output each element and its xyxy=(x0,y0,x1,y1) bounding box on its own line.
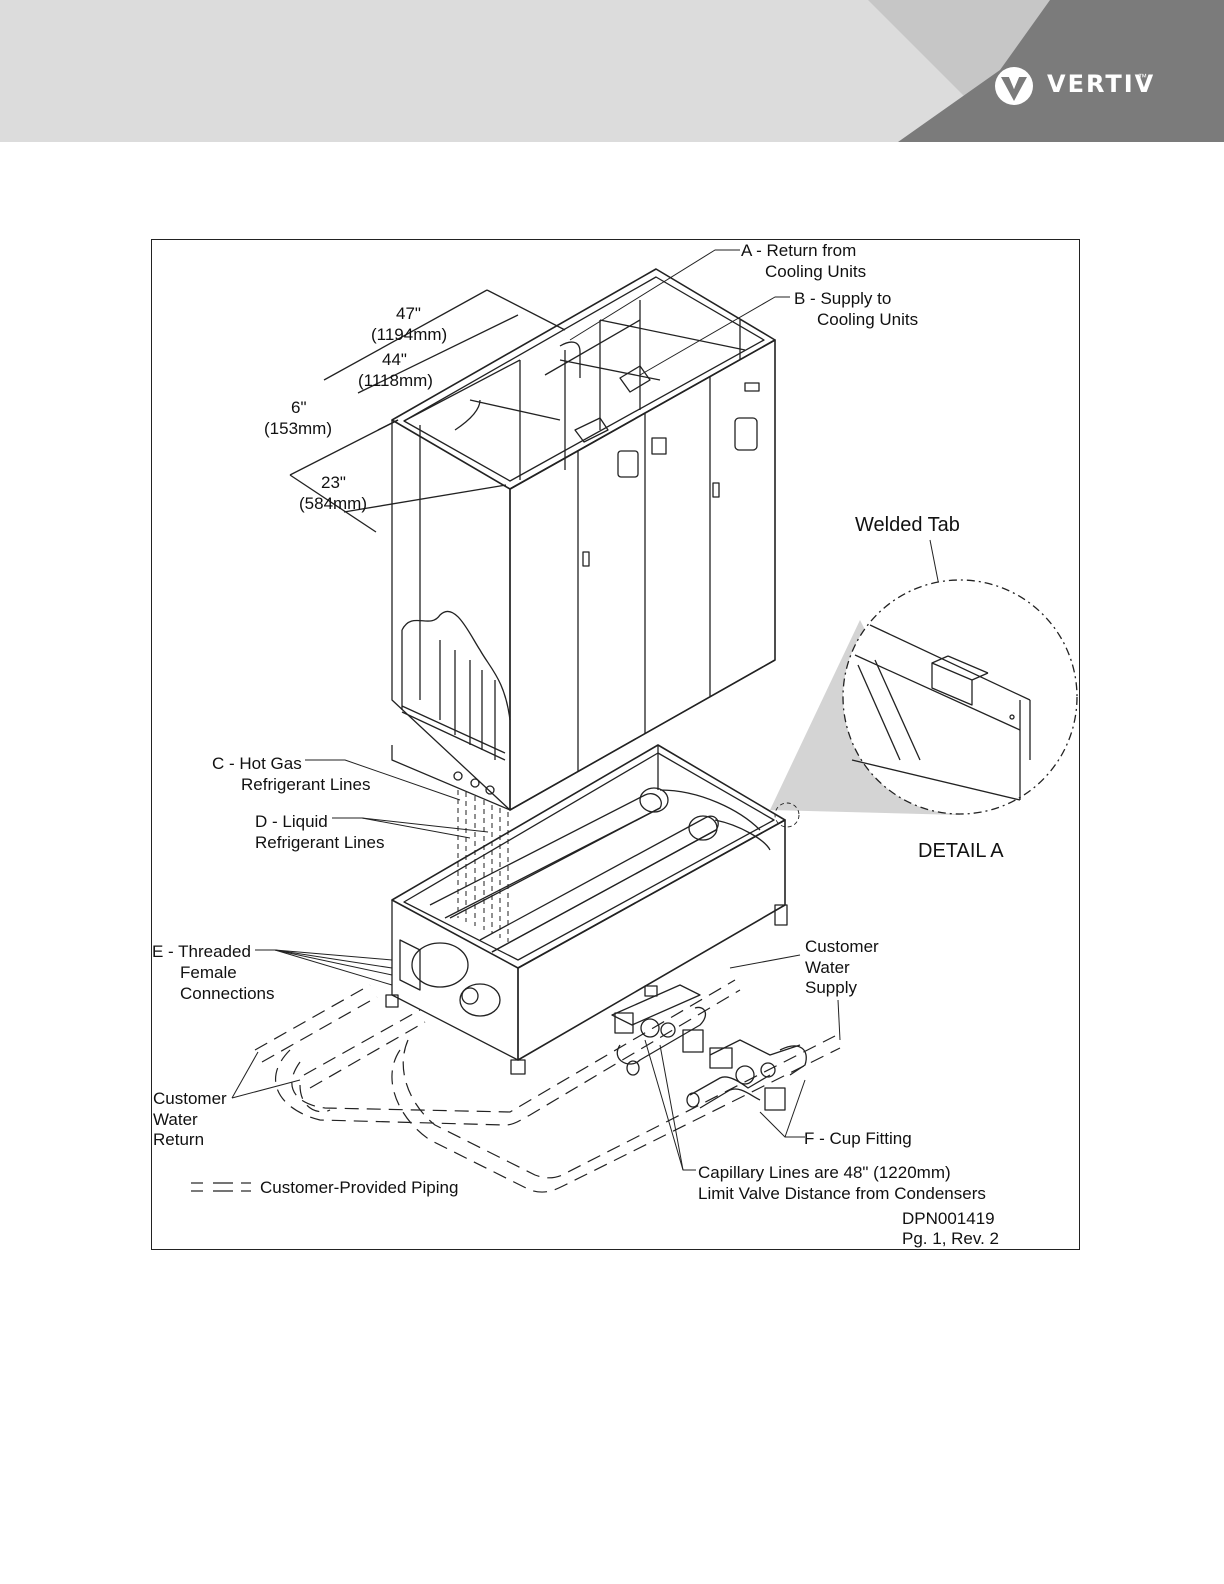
connection-drop-lines xyxy=(457,790,509,942)
dim-6-inches: 6" xyxy=(291,398,307,417)
label-water-return-line1: Customer xyxy=(153,1089,227,1108)
dim-44-mm: (1118mm) xyxy=(358,371,433,390)
label-welded-tab: Welded Tab xyxy=(855,514,960,536)
label-e-threaded-line3: Connections xyxy=(180,984,275,1003)
label-detail-a: DETAIL A xyxy=(918,840,1004,862)
customer-provided-piping xyxy=(254,979,841,1193)
regulating-valve-assemblies xyxy=(611,984,807,1111)
label-water-return-line3: Return xyxy=(153,1130,205,1149)
page-revision: Pg. 1, Rev. 2 xyxy=(902,1229,1000,1248)
lower-base-frame xyxy=(385,744,788,1075)
dim-47-inches: 47" xyxy=(396,304,421,323)
label-water-supply-line3: Supply xyxy=(805,978,857,997)
leader-lines xyxy=(231,249,956,1171)
upper-cabinet xyxy=(391,268,776,811)
label-water-return-line2: Water xyxy=(153,1110,198,1129)
label-f-cup-fitting: F - Cup Fitting xyxy=(804,1129,912,1148)
dim-23-inches: 23" xyxy=(321,473,346,492)
label-e-threaded-line2: Female xyxy=(180,963,237,982)
brand-name: VERTIV xyxy=(1047,70,1156,98)
label-water-supply-line2: Water xyxy=(805,958,850,977)
label-e-threaded-line1: E - Threaded xyxy=(152,942,251,961)
detail-a-callout xyxy=(770,579,1078,828)
label-d-liquid-line1: D - Liquid xyxy=(255,812,328,831)
label-a-return-line1: A - Return from xyxy=(741,241,857,260)
dim-23-mm: (584mm) xyxy=(299,494,368,513)
vertiv-v-icon xyxy=(995,67,1033,105)
label-d-liquid-line2: Refrigerant Lines xyxy=(255,833,385,852)
label-capillary-line1: Capillary Lines are 48" (1220mm) xyxy=(698,1163,951,1182)
dimension-lines xyxy=(289,289,566,533)
label-c-hot-gas-line2: Refrigerant Lines xyxy=(241,775,371,794)
label-a-return-line2: Cooling Units xyxy=(765,262,867,281)
brand-tm: ™ xyxy=(1138,72,1147,82)
label-capillary-line2: Limit Valve Distance from Condensers xyxy=(698,1184,986,1203)
legend-dash-symbol xyxy=(191,1182,251,1192)
label-c-hot-gas-line1: C - Hot Gas xyxy=(212,754,302,773)
legend-customer-piping: Customer-Provided Piping xyxy=(260,1178,459,1197)
header-chevron-dark xyxy=(898,0,1224,142)
dim-6-mm: (153mm) xyxy=(264,419,333,438)
label-b-supply-line1: B - Supply to xyxy=(794,289,892,308)
dim-47-mm: (1194mm) xyxy=(371,325,448,344)
dim-44-inches: 44" xyxy=(382,350,407,369)
header-chevron-shape xyxy=(868,0,1224,142)
label-water-supply-line1: Customer xyxy=(805,937,879,956)
diagram-frame xyxy=(151,239,1080,1250)
doc-number: DPN001419 xyxy=(902,1209,995,1228)
label-b-supply-line2: Cooling Units xyxy=(817,310,919,329)
header-band: VERTIV ™ xyxy=(0,0,1224,142)
